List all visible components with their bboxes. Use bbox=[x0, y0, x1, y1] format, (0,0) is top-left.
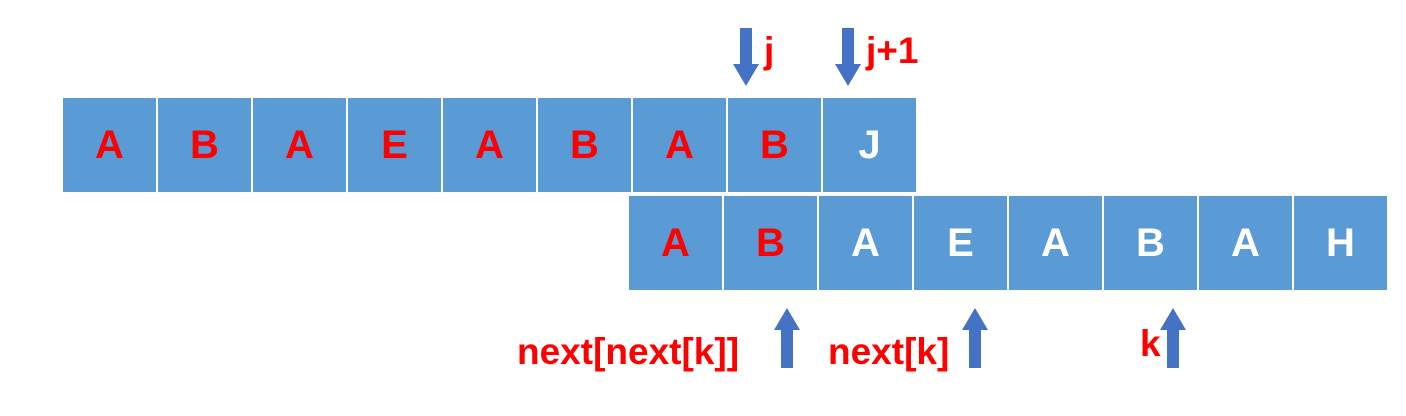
text-cell: J bbox=[823, 98, 916, 192]
text-cell: A bbox=[443, 98, 538, 192]
pattern-cell: B bbox=[1104, 196, 1199, 290]
pattern-cell: A bbox=[819, 196, 914, 290]
text-cell: E bbox=[348, 98, 443, 192]
pointer-label-j: j bbox=[764, 30, 775, 71]
pattern-cell: B bbox=[724, 196, 819, 290]
text-cell: A bbox=[633, 98, 728, 192]
pattern-cell: E bbox=[914, 196, 1009, 290]
text-cell: B bbox=[538, 98, 633, 192]
text-cell: A bbox=[63, 98, 158, 192]
pattern-cell: A bbox=[1199, 196, 1294, 290]
text-cell: A bbox=[253, 98, 348, 192]
text-cell: B bbox=[728, 98, 823, 192]
pattern-cell: A bbox=[1009, 196, 1104, 290]
pointer-label-next-next-k: next[next[k]] bbox=[517, 331, 740, 372]
down-arrow-icon bbox=[733, 28, 759, 86]
text-string-row: A B A E A B A B J bbox=[63, 98, 916, 192]
up-arrow-icon bbox=[774, 308, 800, 368]
pointer-label-j-plus-1: j+1 bbox=[866, 30, 919, 71]
text-cell: B bbox=[158, 98, 253, 192]
down-arrow-icon bbox=[835, 28, 861, 86]
up-arrow-icon bbox=[962, 308, 988, 368]
pointer-label-k: k bbox=[1140, 323, 1161, 364]
pattern-string-row: A B A E A B A H bbox=[629, 196, 1387, 290]
pattern-cell: A bbox=[629, 196, 724, 290]
pattern-cell: H bbox=[1294, 196, 1387, 290]
pointer-label-next-k: next[k] bbox=[828, 331, 950, 372]
up-arrow-icon bbox=[1160, 308, 1186, 368]
